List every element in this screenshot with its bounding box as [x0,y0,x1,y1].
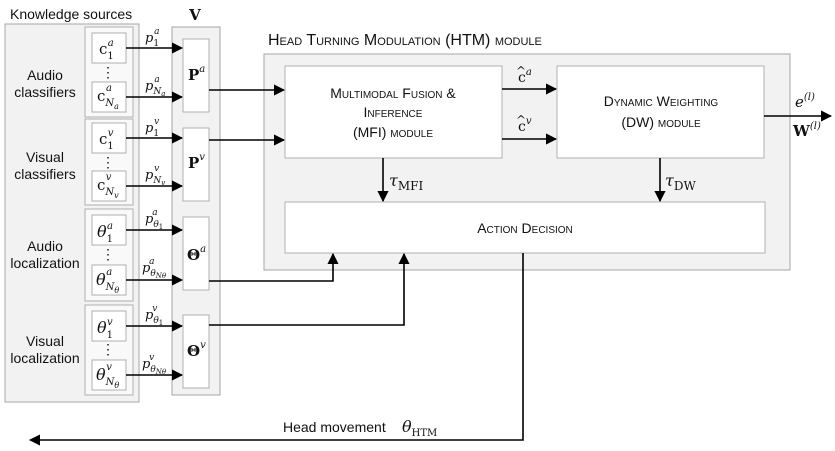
pa-block [182,38,210,113]
visual-classifier-1-box [91,122,127,154]
audio-classifier-1-box [91,32,127,64]
edge-label-pthnv: pθNθv [142,353,167,376]
visual-classifiers-label-2: classifiers [14,166,75,182]
chat-a-label: ca [518,67,532,86]
audio-classifiers-label-2: classifiers [14,84,75,100]
audio-localization-label-1: Audio [27,238,63,254]
audio-localization-group: Audio localization θ1a ⋮ θNθa [10,208,134,302]
audio-localization-1-symbol: θ1a [97,221,113,245]
dw-title-line2: (DW) module [621,114,701,130]
edge-theta-v-to-action [209,252,410,326]
v-column-title: V [188,6,201,24]
head-movement-label: Head movement [283,419,386,435]
visual-localization-n-symbol: θNθv [96,362,119,390]
mfi-module-box [284,65,503,159]
edge-label-pna: pNaa [145,75,165,98]
action-decision-box [284,201,766,254]
edge-head-movement [28,253,524,446]
edge-label-p1v: p1v [145,117,159,139]
audio-classifiers-group: Audio classifiers c1a ⋮ cNaa [14,26,134,118]
audio-classifier-1-symbol: c1a [99,38,114,62]
audio-classifier-n-box [91,81,127,113]
dw-module-box [556,65,765,159]
mfi-title-line3: (MFI) module [353,124,433,140]
tau-mfi-label: τMFI [389,171,423,193]
dw-title-line1: Dynamic Weighting [604,93,719,109]
chat-v-hat: ^ [516,113,526,127]
edge-theta-a-to-action [209,252,339,282]
chat-v-label: cv [518,116,532,135]
edge-label-pnv: pNvv [145,164,165,187]
visual-classifiers-group: Visual classifiers c1v ⋮ cNvv [14,118,134,206]
output-e-label: e(l) [795,92,815,111]
knowledge-sources-title: Knowledge sources [10,6,132,22]
theta-v-block [182,314,210,389]
audio-localization-dots: ⋮ [101,247,115,263]
visual-localization-label-1: Visual [26,333,64,349]
edge-label-p1a: p1a [145,27,159,49]
audio-classifier-n-symbol: cNaa [97,83,119,111]
edge-label-pth1a: pθ1a [145,208,163,231]
theta-a-label: Θa [187,244,206,264]
head-movement-theta: θHTM [402,417,437,439]
edge-label-pth1v: pθ1v [145,304,163,327]
audio-localization-n-symbol: θNθa [96,267,119,295]
visual-localization-dots: ⋮ [101,342,115,358]
visual-classifiers-label-1: Visual [26,149,64,165]
audio-localization-label-2: localization [10,255,79,271]
chat-a-hat: ^ [516,64,526,78]
audio-classifier-dots: ⋮ [101,65,115,81]
audio-classifiers-label-1: Audio [27,67,63,83]
edge-label-pthna: pθNθa [142,257,167,280]
visual-classifier-dots: ⋮ [101,155,115,171]
output-w-label: W(l) [792,121,821,140]
pa-label: Pa [188,64,205,84]
edge-labels: p1a pNaa p1v pNvv pθ1a pθNθa pθ1v pθNθv [142,27,167,376]
pv-label: Pv [188,152,205,172]
visual-localization-1-box [91,310,127,342]
visual-classifier-1-symbol: c1v [99,128,114,152]
visual-localization-label-2: localization [10,350,79,366]
visual-classifier-n-symbol: cNvv [97,172,119,200]
edges-to-v [126,42,184,381]
action-decision-label: Action Decision [477,220,573,236]
tau-dw-label: τDW [665,171,696,193]
visual-localization-1-symbol: θ1v [97,317,113,341]
theta-v-label: Θv [187,340,206,360]
theta-a-block [182,216,210,291]
mfi-title-line1: Multimodal Fusion & [330,85,456,101]
htm-module-title: Head Turning Modulation (HTM) module [268,32,542,49]
mfi-title-line2: Inference [364,104,423,120]
pv-block [182,127,210,202]
